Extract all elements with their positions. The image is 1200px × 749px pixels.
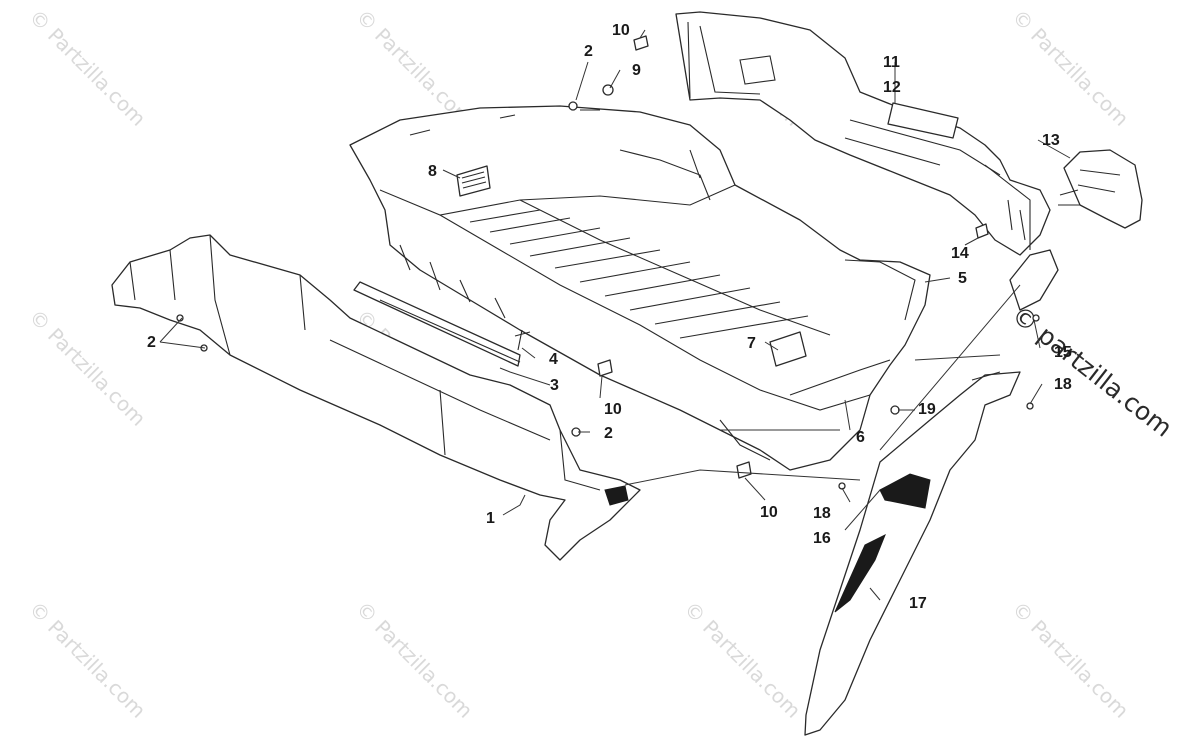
callout-2: 2 — [147, 334, 156, 351]
callout-15: 15 — [1054, 344, 1072, 361]
part-5-cargo-box — [349, 105, 931, 471]
leader-lines — [159, 29, 1071, 601]
part-13-tail-light — [1058, 149, 1143, 229]
part-7-label — [769, 331, 807, 367]
part-8-decal-lines — [461, 171, 487, 189]
callout-18: 18 — [1054, 376, 1072, 393]
callout-12: 12 — [883, 79, 901, 96]
part-3-rod — [353, 281, 521, 367]
callout-5: 5 — [958, 270, 967, 287]
callout-8: 8 — [428, 163, 437, 180]
callout-10: 10 — [604, 401, 622, 418]
watermark: © Partzilla.com — [1007, 5, 1133, 131]
callout-16: 16 — [813, 530, 831, 547]
callout-10: 10 — [760, 504, 778, 521]
part-8-warning-decal — [456, 165, 491, 197]
callout-7: 7 — [747, 335, 756, 352]
callout-9: 9 — [632, 62, 641, 79]
callout-19: 19 — [918, 401, 936, 418]
callout-11: 11 — [883, 54, 900, 71]
callout-10: 10 — [612, 22, 630, 39]
hardware-fasteners — [176, 35, 1040, 490]
callout-4: 4 — [549, 351, 558, 368]
watermark: © Partzilla.com — [24, 305, 150, 431]
callout-2: 2 — [604, 425, 613, 442]
callout-2: 2 — [584, 43, 593, 60]
callout-labels: 1 2 2 2 2 3 4 5 6 7 8 9 10 10 10 10 11 1… — [147, 22, 1072, 612]
part-17-side-panel — [804, 371, 1021, 736]
watermark: © Partzilla.com — [24, 597, 150, 723]
part-1-front-bumper — [111, 234, 641, 561]
watermark: © Partzilla.com — [24, 5, 150, 131]
callout-18: 18 — [813, 505, 831, 522]
callout-1: 1 — [486, 510, 495, 527]
part-4-bracket — [514, 329, 531, 351]
part-12-label — [887, 102, 959, 139]
part-11-upper-beam — [675, 11, 1059, 311]
watermark: © Partzilla.com — [351, 597, 477, 723]
watermark: © Partzilla.com — [1007, 597, 1133, 723]
watermark: © Partzilla.com — [679, 597, 805, 723]
callout-14: 14 — [951, 245, 969, 262]
callout-6: 6 — [856, 429, 865, 446]
side-watermark: © partzilla.com — [1006, 300, 1177, 443]
callout-13: 13 — [1042, 132, 1060, 149]
callout-17: 17 — [909, 595, 927, 612]
callout-3: 3 — [550, 377, 559, 394]
